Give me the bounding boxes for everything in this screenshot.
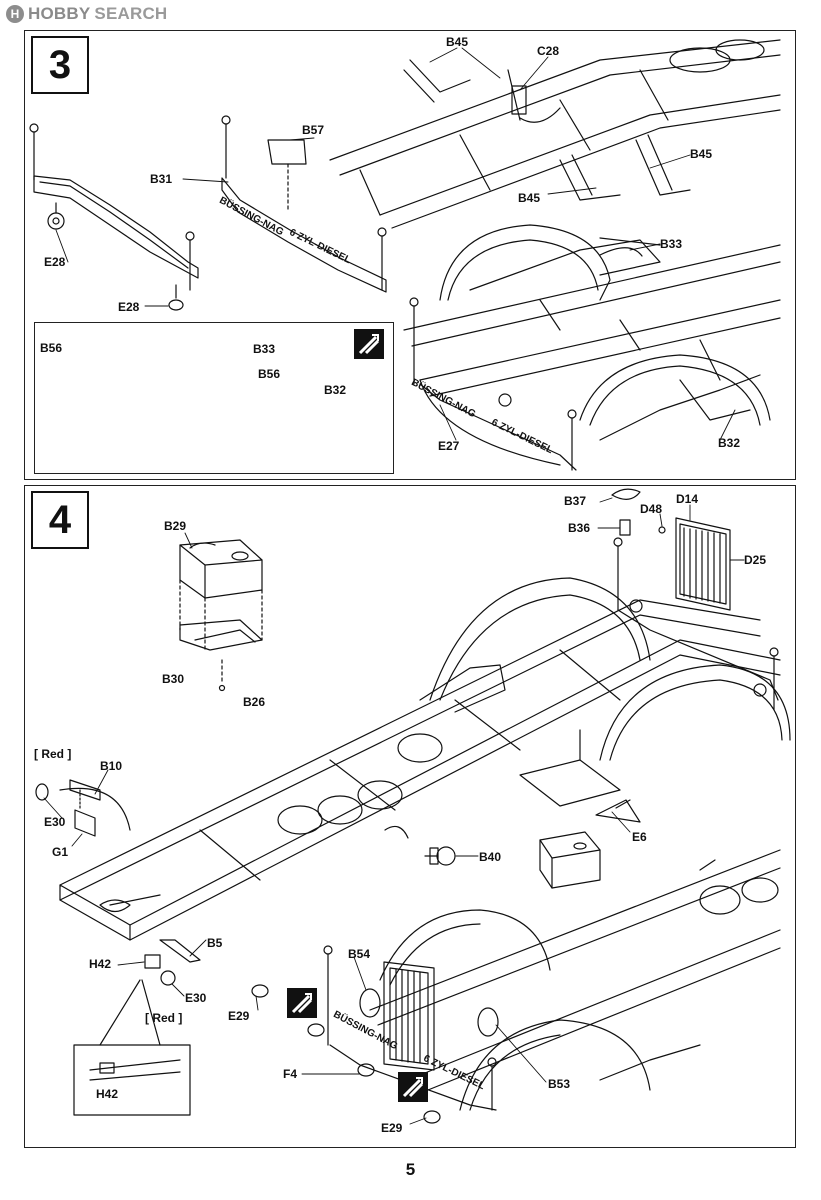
callout-b10: B10 — [100, 759, 123, 773]
step-3-number: 3 — [31, 36, 89, 94]
inset-callout-b33: B33 — [253, 342, 276, 356]
paint-note-red-bottom: [ Red ] — [145, 1011, 183, 1025]
inset-callout-b56-right: B56 — [258, 367, 281, 381]
callout-b57: B57 — [302, 123, 325, 137]
callout-b45-lower: B45 — [518, 191, 541, 205]
inset-callout-b32: B32 — [324, 383, 347, 397]
callout-e27: E27 — [438, 439, 460, 453]
cement-icon — [287, 988, 317, 1018]
callout-f4: F4 — [283, 1067, 298, 1081]
callout-b45-top: B45 — [446, 35, 469, 49]
callout-b36: B36 — [568, 521, 591, 535]
callout-e30-bottom: E30 — [185, 991, 207, 1005]
part-fenders-step4 — [419, 577, 791, 823]
leader-lines-step4 — [43, 497, 745, 1125]
cement-icon — [354, 329, 384, 359]
watermark: H HOBBY SEARCH — [6, 4, 167, 24]
watermark-word: SEARCH — [94, 4, 168, 23]
callout-c28: C28 — [537, 44, 560, 58]
callout-d14: D14 — [676, 492, 699, 506]
callout-b29: B29 — [164, 519, 187, 533]
leader-lines-step3 — [55, 47, 736, 441]
callout-h42-inset: H42 — [96, 1087, 119, 1101]
part-fuel-tank-b29 — [179, 539, 263, 692]
inset-callout-b56-left: B56 — [40, 341, 63, 355]
part-chassis-frame-step3 — [329, 39, 781, 229]
cement-icon — [398, 1072, 428, 1102]
callout-e6: E6 — [632, 830, 647, 844]
part-h42-inset — [73, 1044, 191, 1116]
callout-h42: H42 — [89, 957, 112, 971]
part-chassis-frame-step4 — [59, 599, 781, 941]
callout-e29-left: E29 — [228, 1009, 250, 1023]
paint-note-red-top: [ Red ] — [34, 747, 72, 761]
callout-b31: B31 — [150, 172, 173, 186]
callout-b30: B30 — [162, 672, 185, 686]
callout-e30-top: E30 — [44, 815, 66, 829]
callout-d25: D25 — [744, 553, 767, 567]
part-b31-crossmember-left — [29, 123, 199, 311]
callout-g1: G1 — [52, 845, 69, 859]
part-radiator-d25 — [611, 488, 779, 711]
step-3-inset — [34, 322, 394, 474]
callout-b53: B53 — [548, 1077, 571, 1091]
callout-e29-bottom: E29 — [381, 1121, 403, 1135]
callout-d48: D48 — [640, 502, 663, 516]
callout-b54: B54 — [348, 947, 371, 961]
cement-icon-glyph — [291, 993, 313, 1014]
callout-b40: B40 — [479, 850, 502, 864]
cement-icon-glyph — [402, 1077, 424, 1098]
part-rear-light-bottom — [99, 939, 201, 1046]
callout-b45-right: B45 — [690, 147, 713, 161]
step-4-panel — [24, 485, 796, 1148]
callout-e28-bottom: E28 — [118, 300, 140, 314]
watermark-brand: HOBBY — [28, 4, 91, 23]
callout-b5: B5 — [207, 936, 223, 950]
watermark-logo-icon: H — [6, 5, 24, 23]
part-fender-assembly-right — [403, 224, 781, 471]
callout-e28-left: E28 — [44, 255, 66, 269]
callout-b37: B37 — [564, 494, 587, 508]
cement-icon-glyph — [358, 334, 380, 355]
page-number: 5 — [405, 1160, 416, 1179]
callout-b26: B26 — [243, 695, 266, 709]
callout-b32: B32 — [718, 436, 741, 450]
part-crossmember-middle — [221, 115, 387, 293]
callout-b33: B33 — [660, 237, 683, 251]
part-rear-light-e30-top — [35, 779, 131, 837]
part-b40 — [384, 825, 456, 866]
part-front-assembly — [251, 831, 781, 1124]
step-4-number: 4 — [31, 491, 89, 549]
